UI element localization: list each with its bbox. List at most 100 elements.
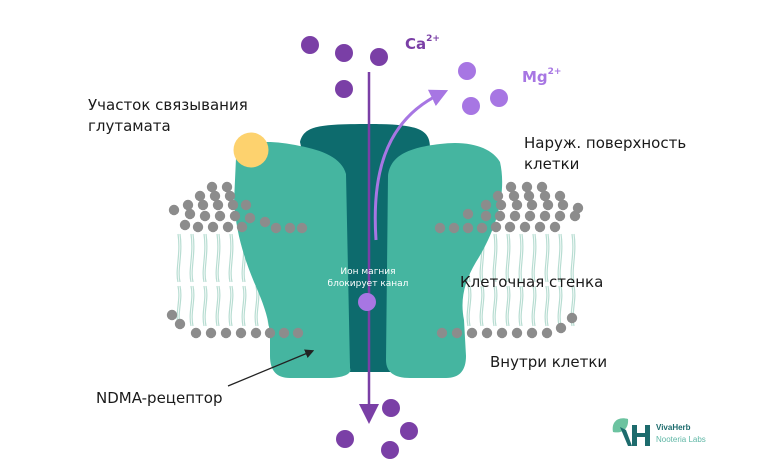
lipid-head [264, 327, 276, 339]
lipid-tail [241, 233, 247, 327]
calcium-ion-label: Ca2+ [405, 34, 440, 53]
lipid-head [270, 222, 282, 234]
lipid-tail [557, 233, 563, 327]
lipid-head [495, 199, 507, 211]
lipid-tail [176, 233, 182, 327]
receptor-label: NDMA-рецептор [96, 389, 223, 407]
calcium-ion [381, 441, 399, 459]
lipid-head [197, 199, 209, 211]
outer-surface-label: Наруж. поверхность клетки [524, 133, 686, 175]
magnesium-ion-label: Mg2+ [522, 67, 561, 86]
lipid-head [542, 199, 554, 211]
lipid-head [214, 210, 226, 222]
calcium-ion [382, 399, 400, 417]
lipid-tail [570, 233, 576, 327]
lipid-head [492, 190, 504, 202]
lipid-head [168, 204, 180, 216]
receptor-right-subunit [386, 142, 503, 378]
calcium-ion [370, 48, 388, 66]
lipid-head [566, 312, 578, 324]
receptor-pointer-arrow [227, 349, 315, 387]
lipid-head [462, 208, 474, 220]
calcium-charge: 2+ [426, 34, 440, 44]
lipid-head [536, 181, 548, 193]
lipid-head [490, 221, 502, 233]
logo-brand-text: VivaHerb [656, 423, 691, 432]
lipid-head [511, 199, 523, 211]
lipid-tail [531, 233, 537, 327]
lipid-head [250, 327, 262, 339]
lipid-head [511, 327, 523, 339]
lipid-head [206, 181, 218, 193]
lipid-head [212, 199, 224, 211]
lipid-head [292, 327, 304, 339]
lipid-head [434, 222, 446, 234]
lipid-head [526, 199, 538, 211]
outer-surface-label-line2: клетки [524, 155, 580, 173]
lipid-tail [479, 233, 485, 327]
lipid-head [220, 327, 232, 339]
lipid-head [466, 327, 478, 339]
lipid-head [519, 221, 531, 233]
lipid-head [508, 190, 520, 202]
lipid-head [207, 221, 219, 233]
outer-surface-label-line1: Наруж. поверхность [524, 134, 687, 152]
glutamate-site-label-line2: глутамата [88, 117, 171, 135]
lipid-head [523, 190, 535, 202]
lipid-head [554, 190, 566, 202]
calcium-ion [400, 422, 418, 440]
logo-h-right-bar [645, 425, 650, 446]
magnesium-block-ion [358, 293, 376, 311]
lipid-head [190, 327, 202, 339]
calcium-symbol: Ca [405, 35, 427, 53]
lipid-head [555, 322, 567, 334]
receptor-left-subunit [234, 142, 351, 378]
calcium-ion [335, 80, 353, 98]
logo-h-left-bar [632, 425, 637, 446]
lipid-head [278, 327, 290, 339]
lipid-head [221, 181, 233, 193]
lipid-head [284, 222, 296, 234]
lipid-head [462, 222, 474, 234]
lipid-head [524, 210, 536, 222]
magnesium-ion [462, 97, 480, 115]
lipid-head [451, 327, 463, 339]
lipid-head [182, 199, 194, 211]
lipid-head [549, 221, 561, 233]
lipid-tail [228, 233, 234, 327]
lipid-head [539, 210, 551, 222]
inside-cell-label: Внутри клетки [490, 353, 608, 371]
logo-h-crossbar [637, 433, 645, 437]
lipid-head [557, 199, 569, 211]
magnesium-symbol: Mg [522, 68, 548, 86]
logo-leaf-icon [612, 418, 629, 433]
lipid-head [205, 327, 217, 339]
magnesium-ion [458, 62, 476, 80]
mg-block-note-line2: блокирует канал [327, 279, 409, 289]
lipid-head [194, 190, 206, 202]
lipid-head [534, 221, 546, 233]
lipid-head [244, 212, 256, 224]
lipid-tail [544, 233, 550, 327]
lipid-head [174, 318, 186, 330]
lipid-head [259, 216, 271, 228]
lipid-head [236, 221, 248, 233]
lipid-head [448, 222, 460, 234]
magnesium-flow-arrow [373, 89, 449, 241]
logo-sub-text: Nooteria Labs [656, 435, 706, 444]
lipid-head [240, 199, 252, 211]
lipid-head [480, 210, 492, 222]
lipid-head [222, 221, 234, 233]
lipid-head [505, 181, 517, 193]
lipid-head [572, 202, 584, 214]
lipid-tail [215, 233, 221, 327]
lipid-head [179, 219, 191, 231]
lipid-head [526, 327, 538, 339]
lipid-head [480, 199, 492, 211]
lipid-head [235, 327, 247, 339]
lipid-head [569, 210, 581, 222]
glutamate-site-label-line1: Участок связывания [88, 96, 248, 114]
lipid-tail [505, 233, 511, 327]
